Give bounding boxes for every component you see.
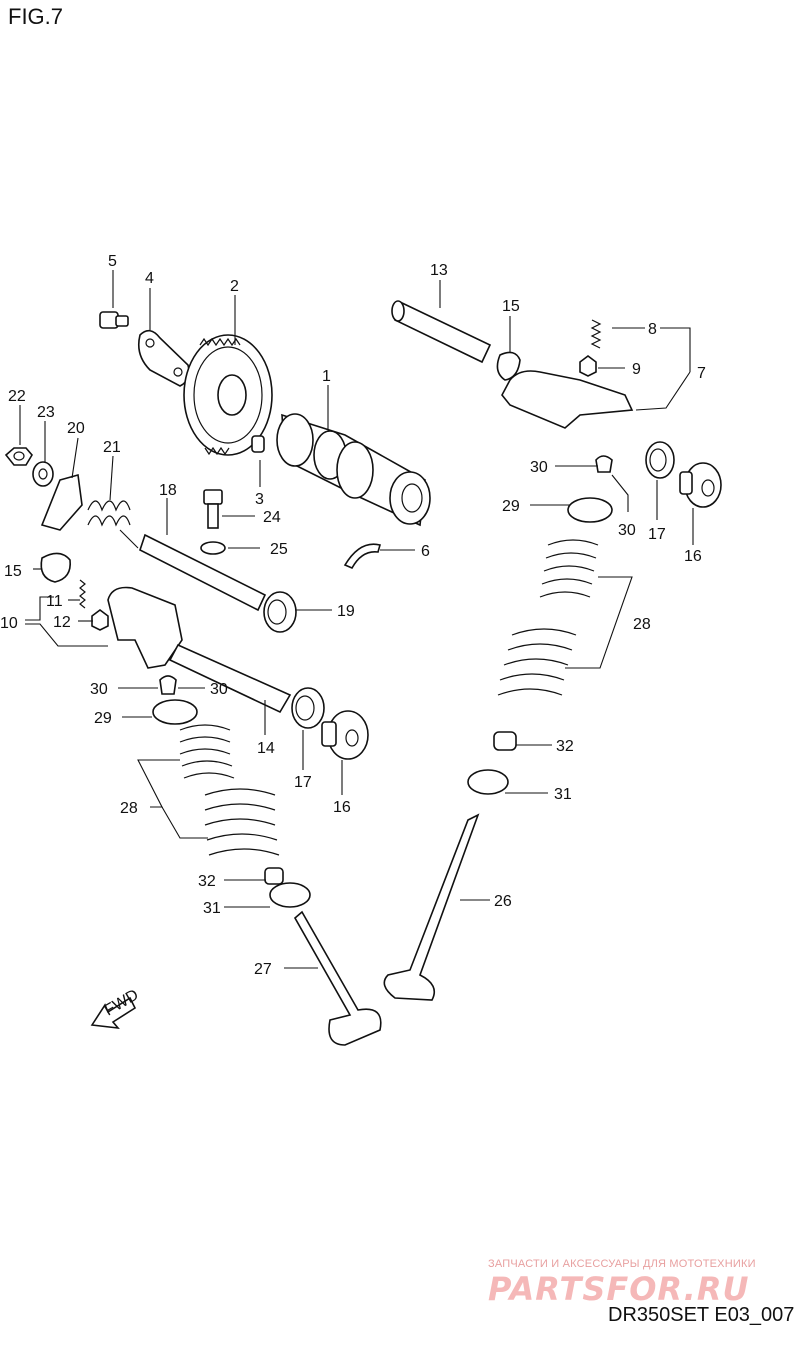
callout-label: 14 (257, 740, 275, 757)
bushing-19-drawing (263, 591, 297, 633)
rocker-shaft-13-end (391, 300, 405, 322)
cap-16-right-drawing (679, 462, 722, 508)
nut-12-drawing (91, 609, 109, 631)
leader-lines (19, 270, 694, 969)
watermark-tagline: ЗАПЧАСТИ И АКСЕССУАРЫ ДЛЯ МОТОТЕХНИКИ (488, 1258, 756, 1270)
valve-seal-32-right-drawing (493, 731, 517, 751)
callout-label: 8 (648, 321, 657, 338)
nut-22-drawing (4, 447, 33, 466)
callout-label: 31 (554, 786, 572, 803)
callout-label: 29 (94, 710, 112, 727)
spring-seat-31-right-drawing (467, 769, 509, 795)
callout-label: 32 (556, 738, 574, 755)
bracket-4-drawing (137, 329, 190, 387)
callout-label: 25 (270, 541, 288, 558)
callout-label: 2 (230, 278, 239, 295)
callout-label: 28 (120, 800, 138, 817)
callout-label: 22 (8, 388, 26, 405)
plate-20-drawing (40, 473, 83, 531)
dowel-3-drawing (251, 435, 265, 453)
callout-label: 5 (108, 253, 117, 270)
shaft-18-drawing (139, 533, 267, 612)
seal-17-right-drawing (645, 441, 675, 479)
rocker-arm-10-drawing (107, 586, 183, 669)
ring-15-left-drawing (40, 552, 72, 583)
valve-seal-32-left-drawing (264, 867, 284, 885)
spring-seat-31-left-drawing (269, 882, 311, 908)
retainer-29-left-drawing (152, 699, 198, 725)
fwd-arrow-icon (90, 996, 137, 1030)
keeper-30-left-drawing (159, 675, 177, 695)
bolt-24-drawing (203, 489, 223, 529)
springs-28-right-drawing (497, 539, 599, 696)
callout-labels: 1 2 3 4 5 6 7 8 9 10 11 12 13 14 15 15 1… (0, 253, 706, 978)
retainer-29-right-drawing (567, 497, 613, 523)
callout-label: 11 (46, 593, 63, 610)
callout-label: 15 (502, 298, 520, 315)
callout-label: 17 (648, 526, 666, 543)
callout-label: 6 (421, 543, 430, 560)
callout-label: 9 (632, 361, 641, 378)
callout-label: 16 (333, 799, 351, 816)
seal-17-left-drawing (291, 687, 325, 729)
rocker-shaft-13-drawing (394, 300, 492, 364)
callout-label: 29 (502, 498, 520, 515)
camshaft-1-drawing (276, 413, 431, 527)
callout-label: 30 (90, 681, 108, 698)
callout-label: 19 (337, 603, 355, 620)
valve-27-drawing (293, 910, 382, 1046)
screw-11-drawing (79, 579, 86, 609)
callout-label: 15 (4, 563, 22, 580)
nut-9-drawing (579, 355, 597, 377)
callout-label: 31 (203, 900, 221, 917)
callout-label: 30 (530, 459, 548, 476)
keeper-30-right-drawing (595, 455, 613, 473)
callout-label: 21 (103, 439, 121, 456)
callout-label: 10 (0, 615, 18, 632)
valve-26-drawing (383, 813, 480, 1001)
callout-label: 17 (294, 774, 312, 791)
callout-label: 3 (255, 491, 264, 508)
callout-label: 12 (53, 614, 71, 631)
spring-21-drawing (87, 500, 139, 549)
washer-25-drawing (200, 541, 226, 555)
callout-label: 13 (430, 262, 448, 279)
callout-label: 30 (210, 681, 228, 698)
callout-label: 28 (633, 616, 651, 633)
callout-label: 16 (684, 548, 702, 565)
shaft-14-drawing (168, 643, 292, 714)
callout-label: 20 (67, 420, 85, 437)
callout-label: 30 (618, 522, 636, 539)
callout-label: 32 (198, 873, 216, 890)
callout-label: 1 (322, 368, 331, 385)
clip-6-drawing (343, 543, 381, 570)
washer-23-drawing (32, 461, 54, 487)
callout-label: 24 (263, 509, 281, 526)
figure-title: FIG.7 (8, 4, 64, 29)
callout-label: 27 (254, 961, 272, 978)
bolt-5-drawing (99, 311, 129, 329)
callout-label: 4 (145, 270, 154, 287)
rocker-arm-7-drawing (501, 370, 634, 429)
sprocket-2-drawing (183, 334, 273, 456)
callout-label: 18 (159, 482, 177, 499)
watermark-logo: PARTSFOR.RU (488, 1270, 750, 1308)
callout-label: 23 (37, 404, 55, 421)
adjuster-8-drawing (590, 319, 602, 349)
ring-15-right-drawing (496, 351, 521, 381)
springs-28-left-drawing (179, 724, 280, 856)
cap-16-left-drawing (321, 710, 369, 760)
callout-label: 26 (494, 893, 512, 910)
callout-label: 7 (697, 365, 706, 382)
diagram-code: DR350SET E03_007 (608, 1304, 795, 1326)
